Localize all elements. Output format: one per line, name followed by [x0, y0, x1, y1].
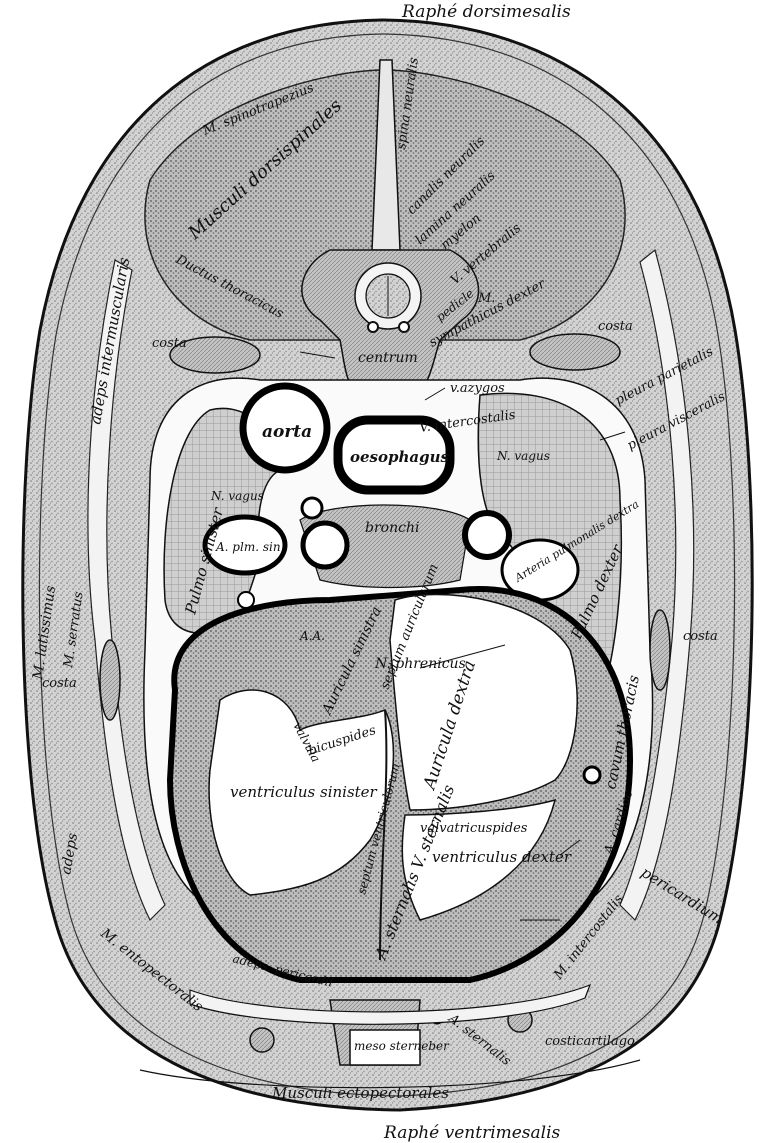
label-n-vagus-left: N. vagus	[210, 489, 264, 503]
label-raphe-dorsimesalis: Raphé dorsimesalis	[401, 2, 571, 22]
label-aorta: aorta	[262, 422, 312, 442]
rib-right-mid	[650, 610, 670, 690]
label-costa-right-upper: costa	[598, 319, 633, 334]
rib-left-mid	[100, 640, 120, 720]
label-oesophagus: oesophagus	[350, 448, 450, 466]
rib-right-upper	[530, 334, 620, 370]
bronchus-right	[465, 513, 509, 557]
label-a-a: A.A.	[299, 629, 325, 643]
label-bronchi: bronchi	[365, 520, 419, 536]
auricula-dextra-chamber	[390, 594, 577, 810]
label-n-vagus-right: N. vagus	[496, 449, 550, 463]
label-centrum: centrum	[358, 350, 418, 366]
bronchus-left	[303, 523, 347, 567]
label-costa-left-mid: costa	[42, 676, 77, 691]
label-costicartilago: costicartilago	[545, 1034, 635, 1049]
label-ventriculus-sinister: ventriculus sinister	[230, 783, 378, 801]
label-costa-right-mid: costa	[683, 629, 718, 644]
label-a-plm-sin: A. plm. sin	[215, 540, 281, 554]
label-mesosterneber: meso sterneber	[354, 1039, 450, 1053]
label-n-phrenicus: N. phrenicus	[374, 656, 466, 672]
label-raphe-ventrimesalis: Raphé ventrimesalis	[383, 1123, 561, 1143]
label-costa-left-upper: costa	[152, 336, 187, 351]
label-v-azygos: v.azygos	[450, 381, 505, 396]
label-musculi-ectopectorales: Musculi ectopectorales	[271, 1084, 449, 1102]
label-ventriculus-dexter: ventriculus dexter	[432, 848, 572, 866]
